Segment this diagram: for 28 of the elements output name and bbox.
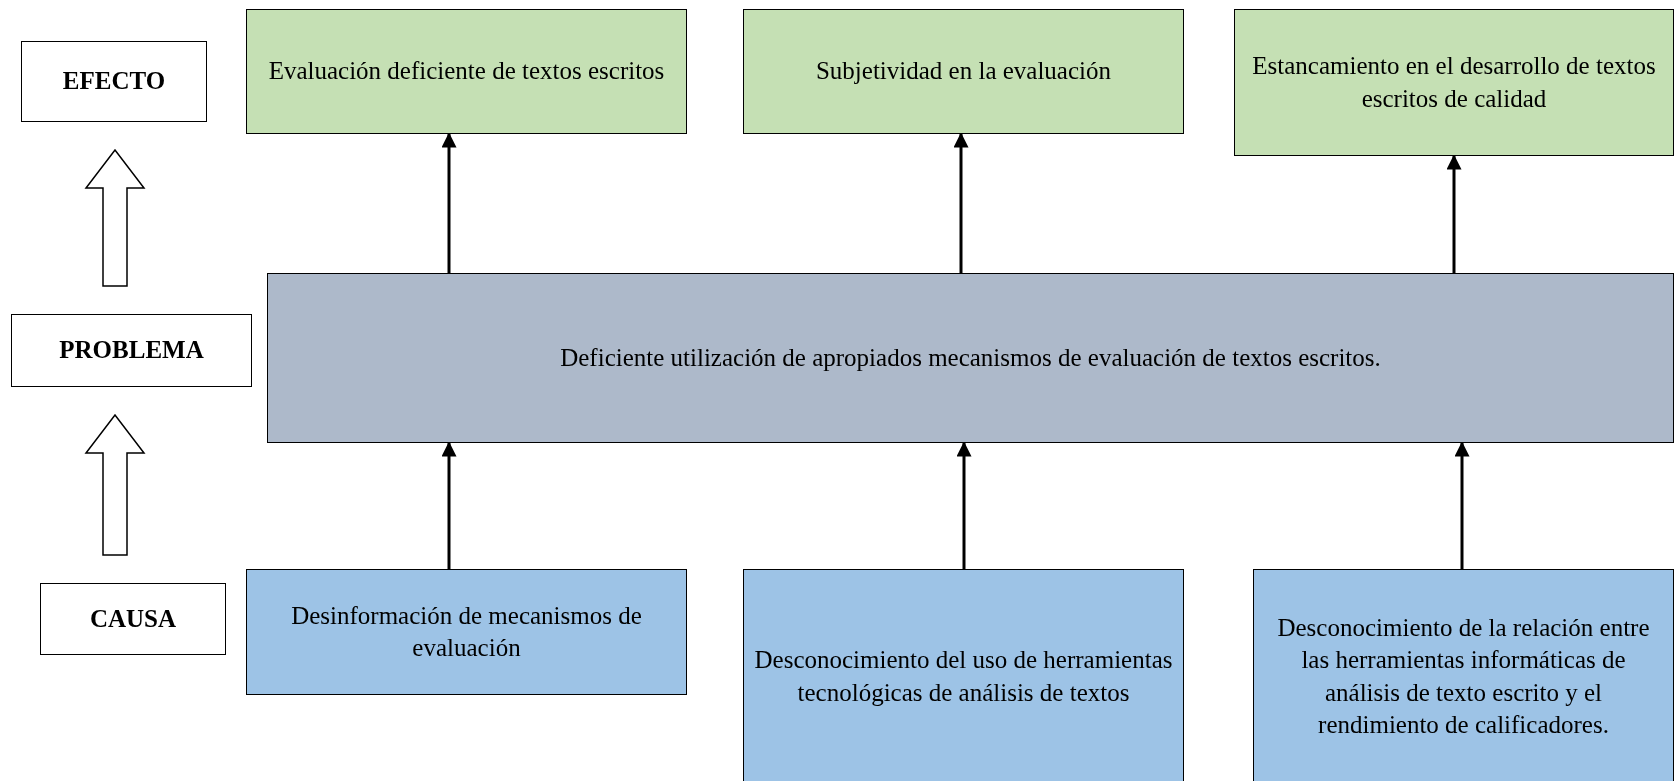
arrow bbox=[1454, 441, 1470, 569]
level-label-box bbox=[40, 583, 226, 655]
arrow bbox=[441, 441, 457, 569]
box-text: Desconocimiento de la relación entre las herramientas informáticas de análisis de texto escrito y el rendimiento de calificadores. bbox=[1276, 612, 1651, 740]
effect-box bbox=[246, 9, 687, 134]
effect-box bbox=[1234, 9, 1674, 156]
arrow bbox=[1446, 154, 1462, 273]
cause-box bbox=[1253, 569, 1674, 781]
level-label: CAUSA bbox=[89, 603, 177, 634]
box-text: Desinformación de mecanismos de evaluación bbox=[290, 600, 643, 663]
arrow bbox=[953, 132, 969, 273]
box-text: Desconocimiento del uso de herramientas tecnológicas de análisis de textos bbox=[754, 645, 1173, 708]
block-arrow bbox=[84, 148, 146, 287]
arrow bbox=[441, 132, 457, 273]
effect-box bbox=[743, 9, 1184, 134]
block-arrow bbox=[84, 413, 146, 556]
level-label: PROBLEMA bbox=[59, 335, 204, 366]
level-label: EFECTO bbox=[62, 66, 166, 97]
box-text: Estancamiento en el desarrollo de textos escritos de calidad bbox=[1251, 51, 1657, 114]
cause-box bbox=[246, 569, 687, 695]
box-text: Deficiente utilización de apropiados mecanismos de evaluación de textos escritos. bbox=[560, 342, 1381, 373]
arrow bbox=[956, 441, 972, 569]
level-label-box bbox=[21, 41, 207, 122]
box-text: Subjetividad en la evaluación bbox=[815, 56, 1111, 87]
problem-box bbox=[267, 273, 1674, 443]
cause-box bbox=[743, 569, 1184, 781]
level-label-box bbox=[11, 314, 252, 387]
box-text: Evaluación deficiente de textos escritos bbox=[268, 56, 665, 87]
